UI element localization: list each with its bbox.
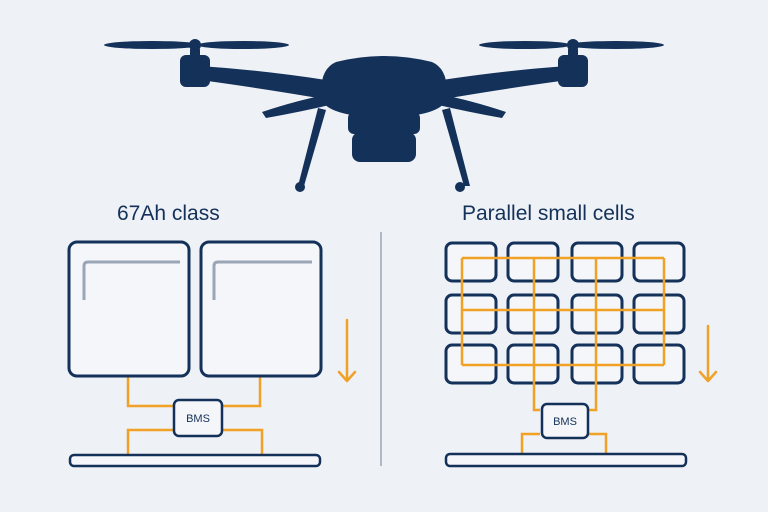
left-panel: BMS <box>67 240 357 468</box>
large-cell-1 <box>67 240 191 378</box>
left-bms-label: BMS <box>186 413 210 425</box>
left-panel-title: 67Ah class <box>117 202 220 225</box>
small-cell <box>632 241 686 283</box>
right-panel-title: Parallel small cells <box>462 202 635 225</box>
down-arrow-icon <box>698 324 718 383</box>
right-bms-box <box>540 402 590 440</box>
large-cell-2 <box>199 240 323 378</box>
right-bms-label: BMS <box>553 416 577 428</box>
small-cell <box>632 293 686 335</box>
right-panel: BMS <box>444 241 718 468</box>
right-wiring <box>460 256 666 455</box>
down-arrow-icon <box>337 318 357 383</box>
quadcopter-drone-icon <box>104 39 664 192</box>
left-bms-box <box>172 398 224 438</box>
small-cell <box>444 241 498 283</box>
right-base-plate <box>444 452 688 468</box>
left-wiring <box>126 376 264 456</box>
small-cell <box>444 293 498 335</box>
left-base-plate <box>68 453 322 468</box>
small-cells-grid <box>444 241 686 385</box>
